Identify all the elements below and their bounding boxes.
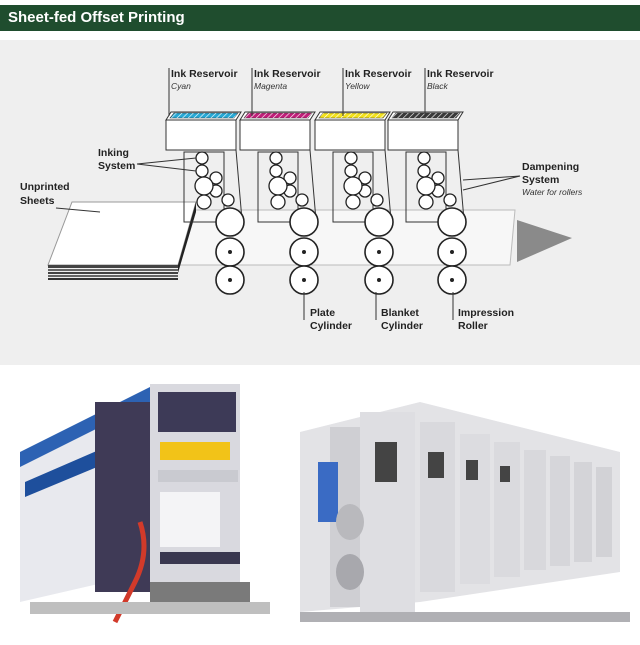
roller-axle <box>377 250 381 254</box>
photos-svg <box>0 372 640 640</box>
ink-hatch <box>244 113 312 118</box>
plate-cylinder <box>215 207 245 237</box>
plate-cylinder <box>437 207 467 237</box>
reservoir-color-name: Magenta <box>254 81 287 91</box>
dampening-leaders <box>462 175 521 191</box>
dampening-roller <box>343 176 363 196</box>
roller-axle <box>302 278 306 282</box>
roller-axle <box>377 278 381 282</box>
dampening-roller <box>270 194 286 210</box>
unprinted-sheets-stack <box>47 201 197 280</box>
ink-hatch <box>319 113 387 118</box>
ink-roller <box>370 193 384 207</box>
roller-axle <box>450 250 454 254</box>
plate-cylinder <box>364 207 394 237</box>
reservoir-label-yellow: Ink Reservoir Yellow <box>345 68 412 91</box>
reservoir-label: Ink Reservoir <box>254 68 321 80</box>
photo-right-printing-press <box>296 372 640 640</box>
frame-side <box>309 149 317 221</box>
diagram-svg: Ink Reservoir Cyan Ink Reservoir Magenta… <box>20 68 583 332</box>
reservoir-label-magenta: Ink Reservoir Magenta <box>254 68 321 91</box>
photo-left-printing-press <box>0 372 290 640</box>
ink-roller <box>431 171 445 185</box>
ink-reservoir <box>314 119 386 151</box>
printing-unit-cyan <box>165 111 245 295</box>
ink-reservoir <box>165 119 237 151</box>
plate-cylinder <box>289 207 319 237</box>
blanket-cylinder-label: Blanket <box>381 307 419 319</box>
inking-leaders <box>136 157 197 172</box>
reservoir-label: Ink Reservoir <box>345 68 412 80</box>
ink-roller <box>269 164 283 178</box>
reservoir-leaders <box>168 68 426 116</box>
reservoir-label: Ink Reservoir <box>427 68 494 80</box>
reservoir-color-name: Cyan <box>171 81 191 91</box>
roller-axle <box>228 250 232 254</box>
dampening-roller <box>418 194 434 210</box>
page-title: Sheet-fed Offset Printing <box>8 9 185 26</box>
frame-side <box>457 149 465 221</box>
ink-roller <box>195 164 209 178</box>
dampening-roller <box>196 194 212 210</box>
inking-system-label: Inking <box>98 147 129 159</box>
ink-reservoir <box>239 119 311 151</box>
reservoir-color-name: Black <box>427 81 449 91</box>
output-arrow <box>517 220 572 262</box>
impression-roller-label: Impression <box>458 307 514 319</box>
header-bar <box>0 5 640 31</box>
plate-cylinder-label-2: Cylinder <box>310 320 352 332</box>
dampening-note: Water for rollers <box>522 187 583 197</box>
ink-roller <box>209 171 223 185</box>
dampening-roller <box>416 176 436 196</box>
printing-unit-yellow <box>314 111 394 295</box>
dampening-roller <box>194 176 214 196</box>
plate-cylinder-label: Plate <box>310 307 335 319</box>
reservoir-label-black: Ink Reservoir Black <box>427 68 494 91</box>
dampening-roller <box>345 194 361 210</box>
header: Sheet-fed Offset Printing <box>0 0 640 32</box>
dampening-label-2: System <box>522 174 559 186</box>
ink-roller <box>269 151 283 165</box>
bottom-leaders <box>303 292 454 320</box>
roller-axle <box>450 278 454 282</box>
ink-roller <box>295 193 309 207</box>
ink-roller <box>443 193 457 207</box>
frame-side <box>235 149 243 221</box>
offset-printing-diagram: Ink Reservoir Cyan Ink Reservoir Magenta… <box>0 40 640 365</box>
ink-roller <box>358 171 372 185</box>
ink-reservoir <box>387 119 459 151</box>
dampening-roller <box>268 176 288 196</box>
ink-roller <box>344 151 358 165</box>
reservoir-color-name: Yellow <box>345 81 370 91</box>
ink-hatch <box>392 113 460 118</box>
dampening-label: Dampening <box>522 161 579 173</box>
unprinted-leader <box>55 207 101 213</box>
roller-axle <box>228 278 232 282</box>
ink-roller <box>221 193 235 207</box>
reservoir-label: Ink Reservoir <box>171 68 238 80</box>
ink-roller <box>417 164 431 178</box>
impression-roller-label-2: Roller <box>458 320 488 332</box>
ink-hatch <box>170 113 238 118</box>
roller-axle <box>302 250 306 254</box>
printing-unit-black <box>387 111 467 295</box>
printing-units <box>165 111 467 295</box>
ink-roller <box>195 151 209 165</box>
reservoir-label-cyan: Ink Reservoir Cyan <box>171 68 238 91</box>
printing-unit-magenta <box>239 111 319 295</box>
press-photos <box>0 372 640 640</box>
blanket-cylinder-label-2: Cylinder <box>381 320 423 332</box>
frame-side <box>384 149 392 221</box>
inking-system-label-2: System <box>98 160 135 172</box>
unprinted-sheets-label: Unprinted <box>20 181 70 193</box>
ink-roller <box>344 164 358 178</box>
ink-roller <box>283 171 297 185</box>
ink-roller <box>417 151 431 165</box>
unprinted-sheets-label-2: Sheets <box>20 195 55 207</box>
